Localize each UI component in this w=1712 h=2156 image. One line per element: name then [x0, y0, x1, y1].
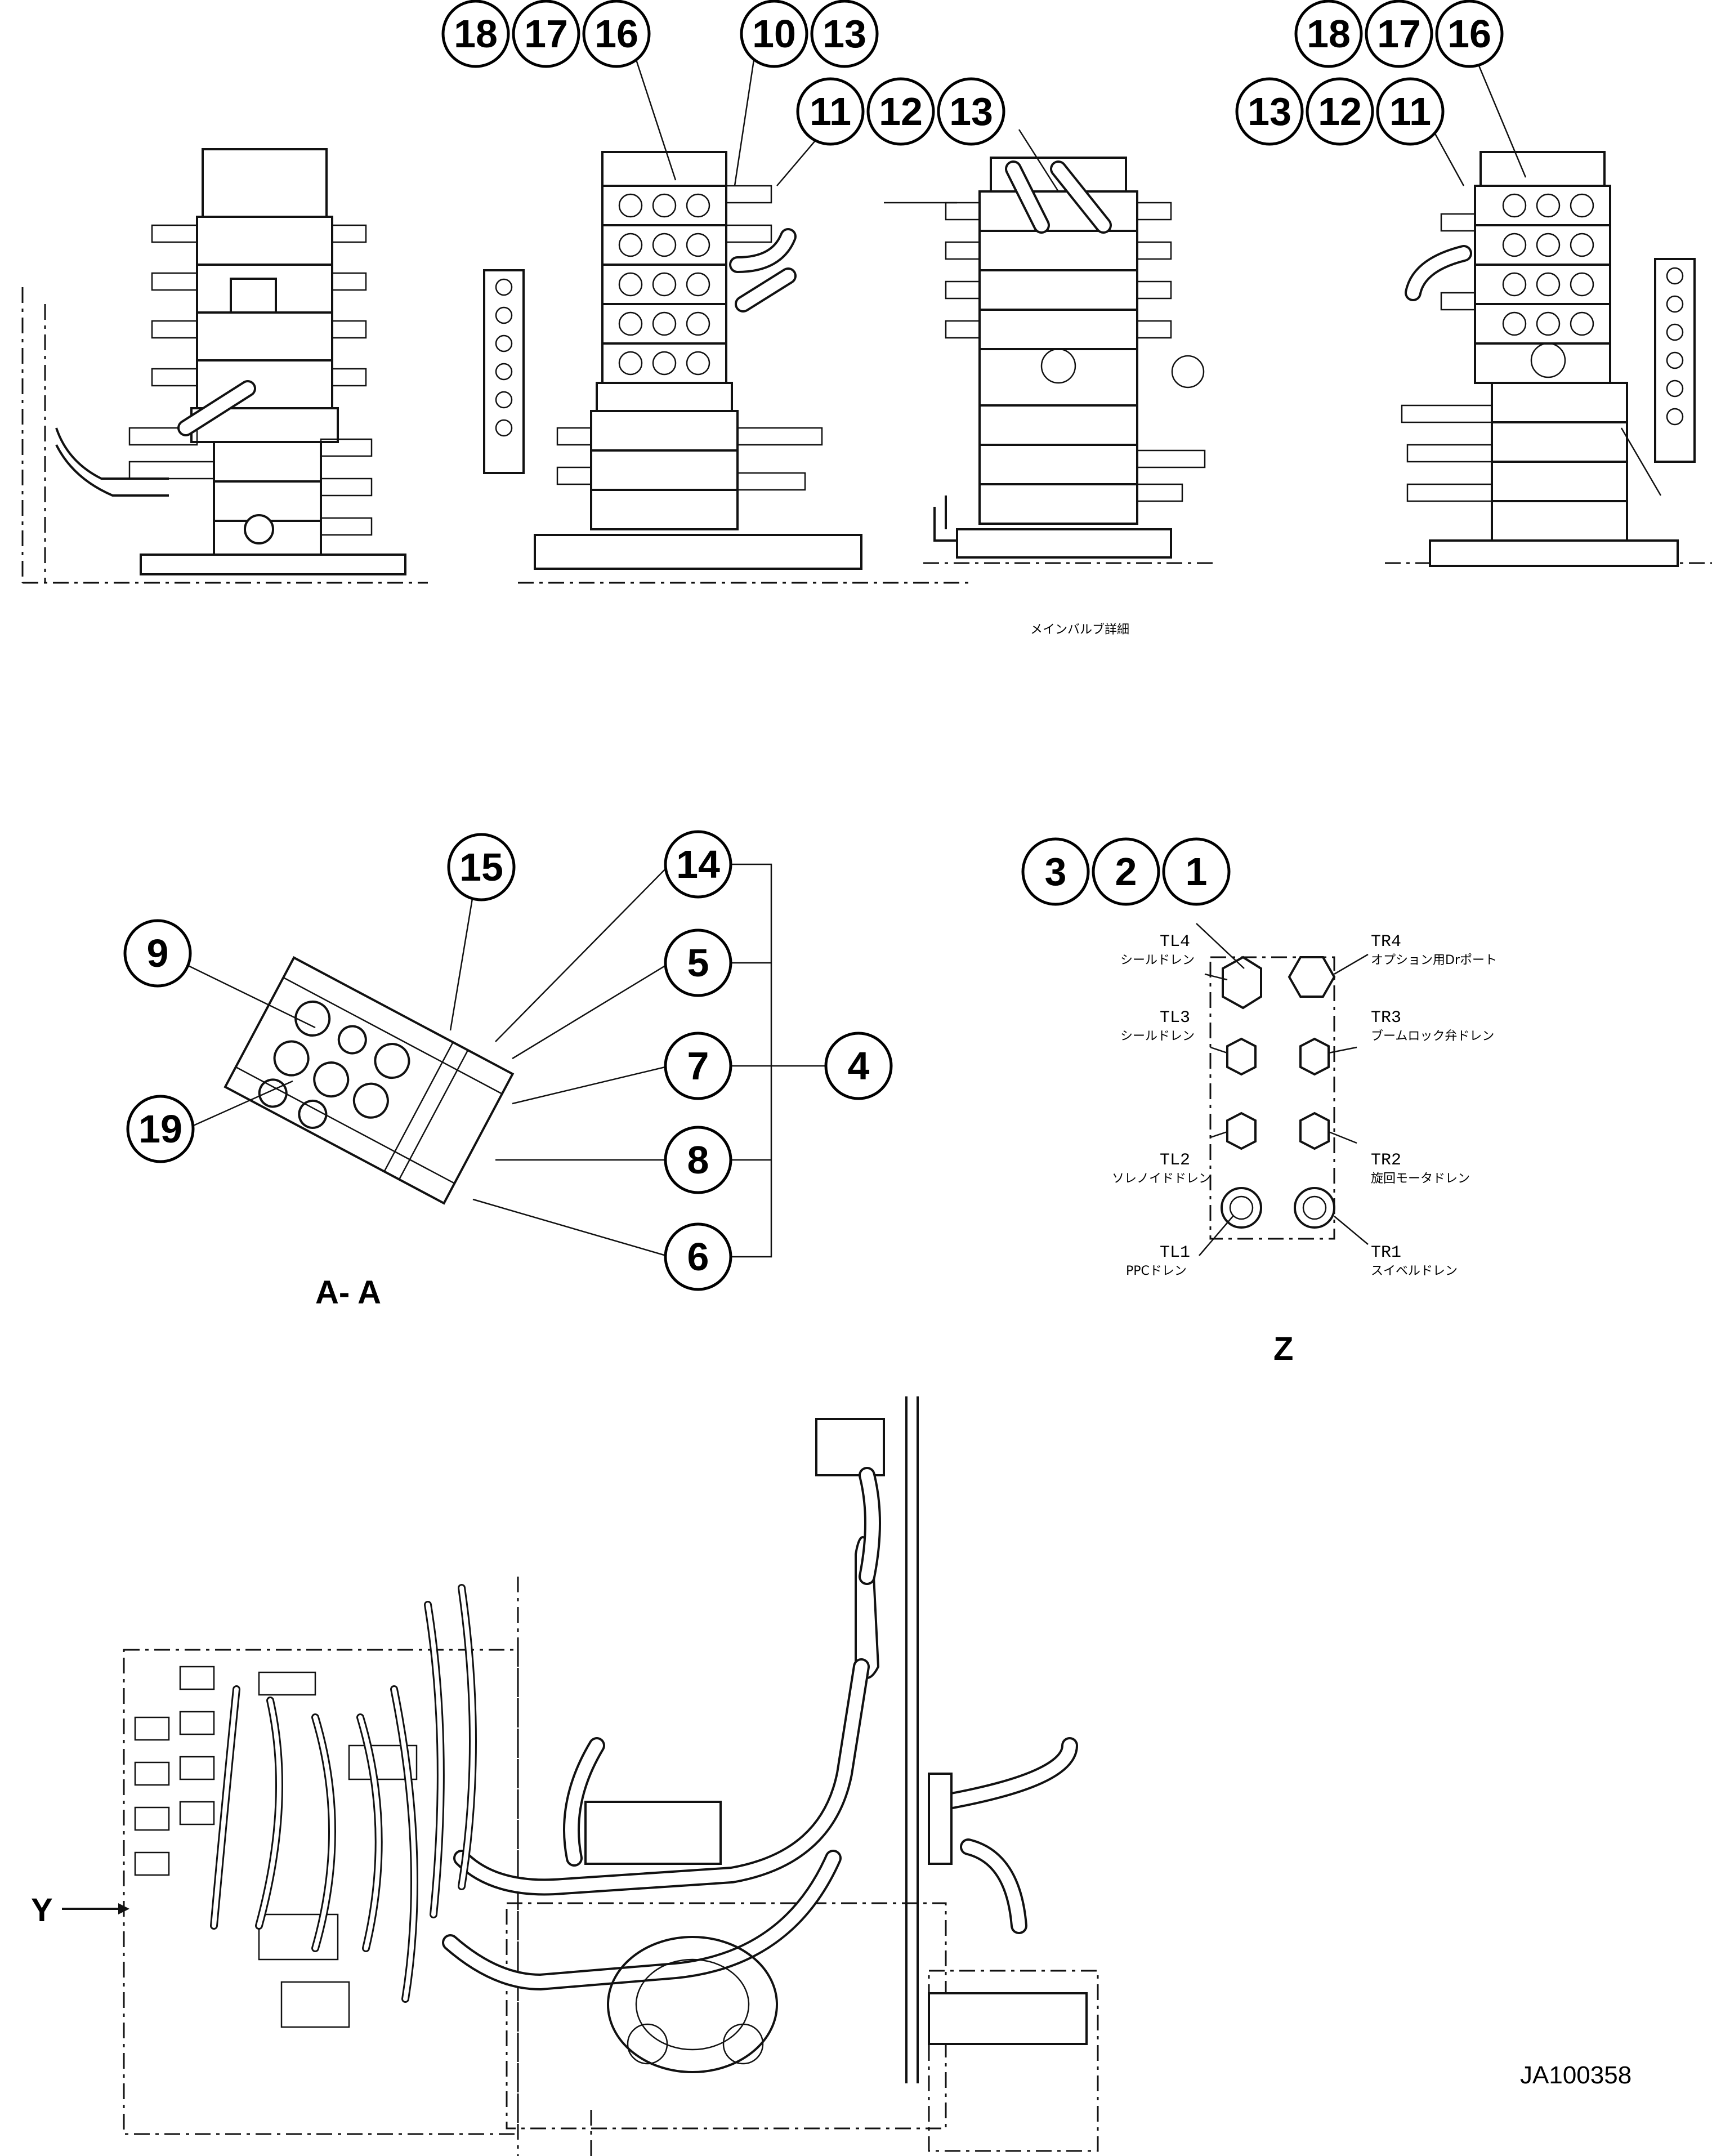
- svg-text:17: 17: [524, 12, 568, 56]
- top-leader-lines: [634, 56, 1527, 192]
- callout-13-top-b: 13: [937, 77, 1005, 146]
- callout-7: 7: [664, 1032, 732, 1100]
- callout-4: 4: [824, 1032, 893, 1100]
- callout-16-top-left: 16: [582, 0, 651, 68]
- callout-18-top-right: 18: [1294, 0, 1363, 68]
- svg-text:12: 12: [879, 90, 923, 133]
- view-z-label: Z: [1273, 1331, 1293, 1367]
- svg-text:15: 15: [459, 845, 503, 889]
- main-valve-view-2: [483, 151, 968, 584]
- svg-text:11: 11: [810, 90, 851, 133]
- svg-text:6: 6: [687, 1235, 709, 1279]
- port-tr3-desc: ブームロック弁ドレン: [1371, 1029, 1494, 1043]
- callout-6: 6: [664, 1222, 732, 1291]
- callout-14: 14: [664, 830, 732, 899]
- callout-12-top-b: 12: [1306, 77, 1374, 146]
- svg-text:5: 5: [687, 941, 709, 985]
- port-tl3-code: TL3: [1160, 1008, 1190, 1028]
- svg-text:16: 16: [594, 12, 638, 56]
- callout-13-top-c: 13: [1235, 77, 1304, 146]
- section-aa-leaders: [180, 863, 833, 1258]
- section-aa-view: [224, 956, 515, 1205]
- port-tr2-code: TR2: [1371, 1151, 1401, 1170]
- svg-text:16: 16: [1447, 12, 1491, 56]
- drawing-id: JA100358: [1520, 2061, 1631, 2089]
- svg-text:1: 1: [1186, 850, 1208, 894]
- port-tl1-code: TL1: [1160, 1243, 1190, 1262]
- svg-text:8: 8: [687, 1138, 709, 1182]
- svg-text:18: 18: [454, 12, 498, 56]
- svg-text:13: 13: [823, 12, 866, 56]
- callout-1: 1: [1162, 837, 1231, 906]
- svg-text:10: 10: [752, 12, 796, 56]
- main-valve-view-4: [1385, 151, 1712, 567]
- svg-text:18: 18: [1307, 12, 1351, 56]
- callout-8: 8: [664, 1126, 732, 1194]
- port-tr1-desc: スイベルドレン: [1371, 1264, 1458, 1278]
- view-z-port-block: [1196, 923, 1369, 1256]
- port-tr4-desc: オプション用Drポート: [1371, 953, 1497, 967]
- port-tl1-desc: PPCドレン: [1126, 1264, 1187, 1278]
- svg-text:12: 12: [1318, 90, 1362, 133]
- svg-text:13: 13: [949, 90, 993, 133]
- callout-18-top-left: 18: [441, 0, 510, 68]
- svg-text:3: 3: [1045, 850, 1067, 894]
- callout-15: 15: [447, 833, 516, 901]
- port-tl3-desc: シールドレン: [1120, 1029, 1195, 1043]
- port-tr4-code: TR4: [1371, 932, 1401, 952]
- svg-text:14: 14: [676, 842, 720, 886]
- assembly-view: [62, 1396, 1099, 2156]
- svg-text:11: 11: [1389, 90, 1431, 133]
- port-tr1-code: TR1: [1371, 1243, 1401, 1262]
- callout-11-top-a: 11: [796, 77, 865, 146]
- callout-12-top-a: 12: [866, 77, 935, 146]
- callout-2: 2: [1092, 837, 1160, 906]
- svg-text:9: 9: [147, 931, 169, 975]
- main-valve-caption: メインバルブ詳細: [1030, 623, 1129, 637]
- callout-16-top-right: 16: [1435, 0, 1504, 68]
- callout-11-top-b: 11: [1376, 77, 1445, 146]
- svg-text:2: 2: [1115, 850, 1137, 894]
- callout-19: 19: [126, 1095, 195, 1163]
- svg-text:13: 13: [1248, 90, 1291, 133]
- port-tl4-desc: シールドレン: [1120, 953, 1195, 967]
- callout-9: 9: [123, 919, 192, 988]
- port-tr3-code: TR3: [1371, 1008, 1401, 1028]
- callout-5: 5: [664, 929, 732, 997]
- svg-text:7: 7: [687, 1044, 709, 1088]
- callout-10: 10: [740, 0, 808, 68]
- svg-text:4: 4: [848, 1044, 870, 1088]
- svg-text:17: 17: [1377, 12, 1421, 56]
- port-tr2-desc: 旋回モータドレン: [1371, 1172, 1470, 1186]
- section-aa-label: A- A: [315, 1274, 381, 1311]
- port-tl4-code: TL4: [1160, 932, 1190, 952]
- port-tl2-code: TL2: [1160, 1151, 1190, 1170]
- main-valve-view-3: [884, 157, 1216, 564]
- main-valve-view-1: [21, 148, 428, 584]
- svg-text:19: 19: [138, 1107, 182, 1151]
- y-arrow-label: Y: [31, 1892, 53, 1929]
- callout-3: 3: [1021, 837, 1090, 906]
- port-tl2-desc: ソレノイドドレン: [1112, 1172, 1211, 1186]
- callout-17-top-left: 17: [512, 0, 580, 68]
- callout-13-top-a: 13: [810, 0, 879, 68]
- callout-17-top-right: 17: [1365, 0, 1433, 68]
